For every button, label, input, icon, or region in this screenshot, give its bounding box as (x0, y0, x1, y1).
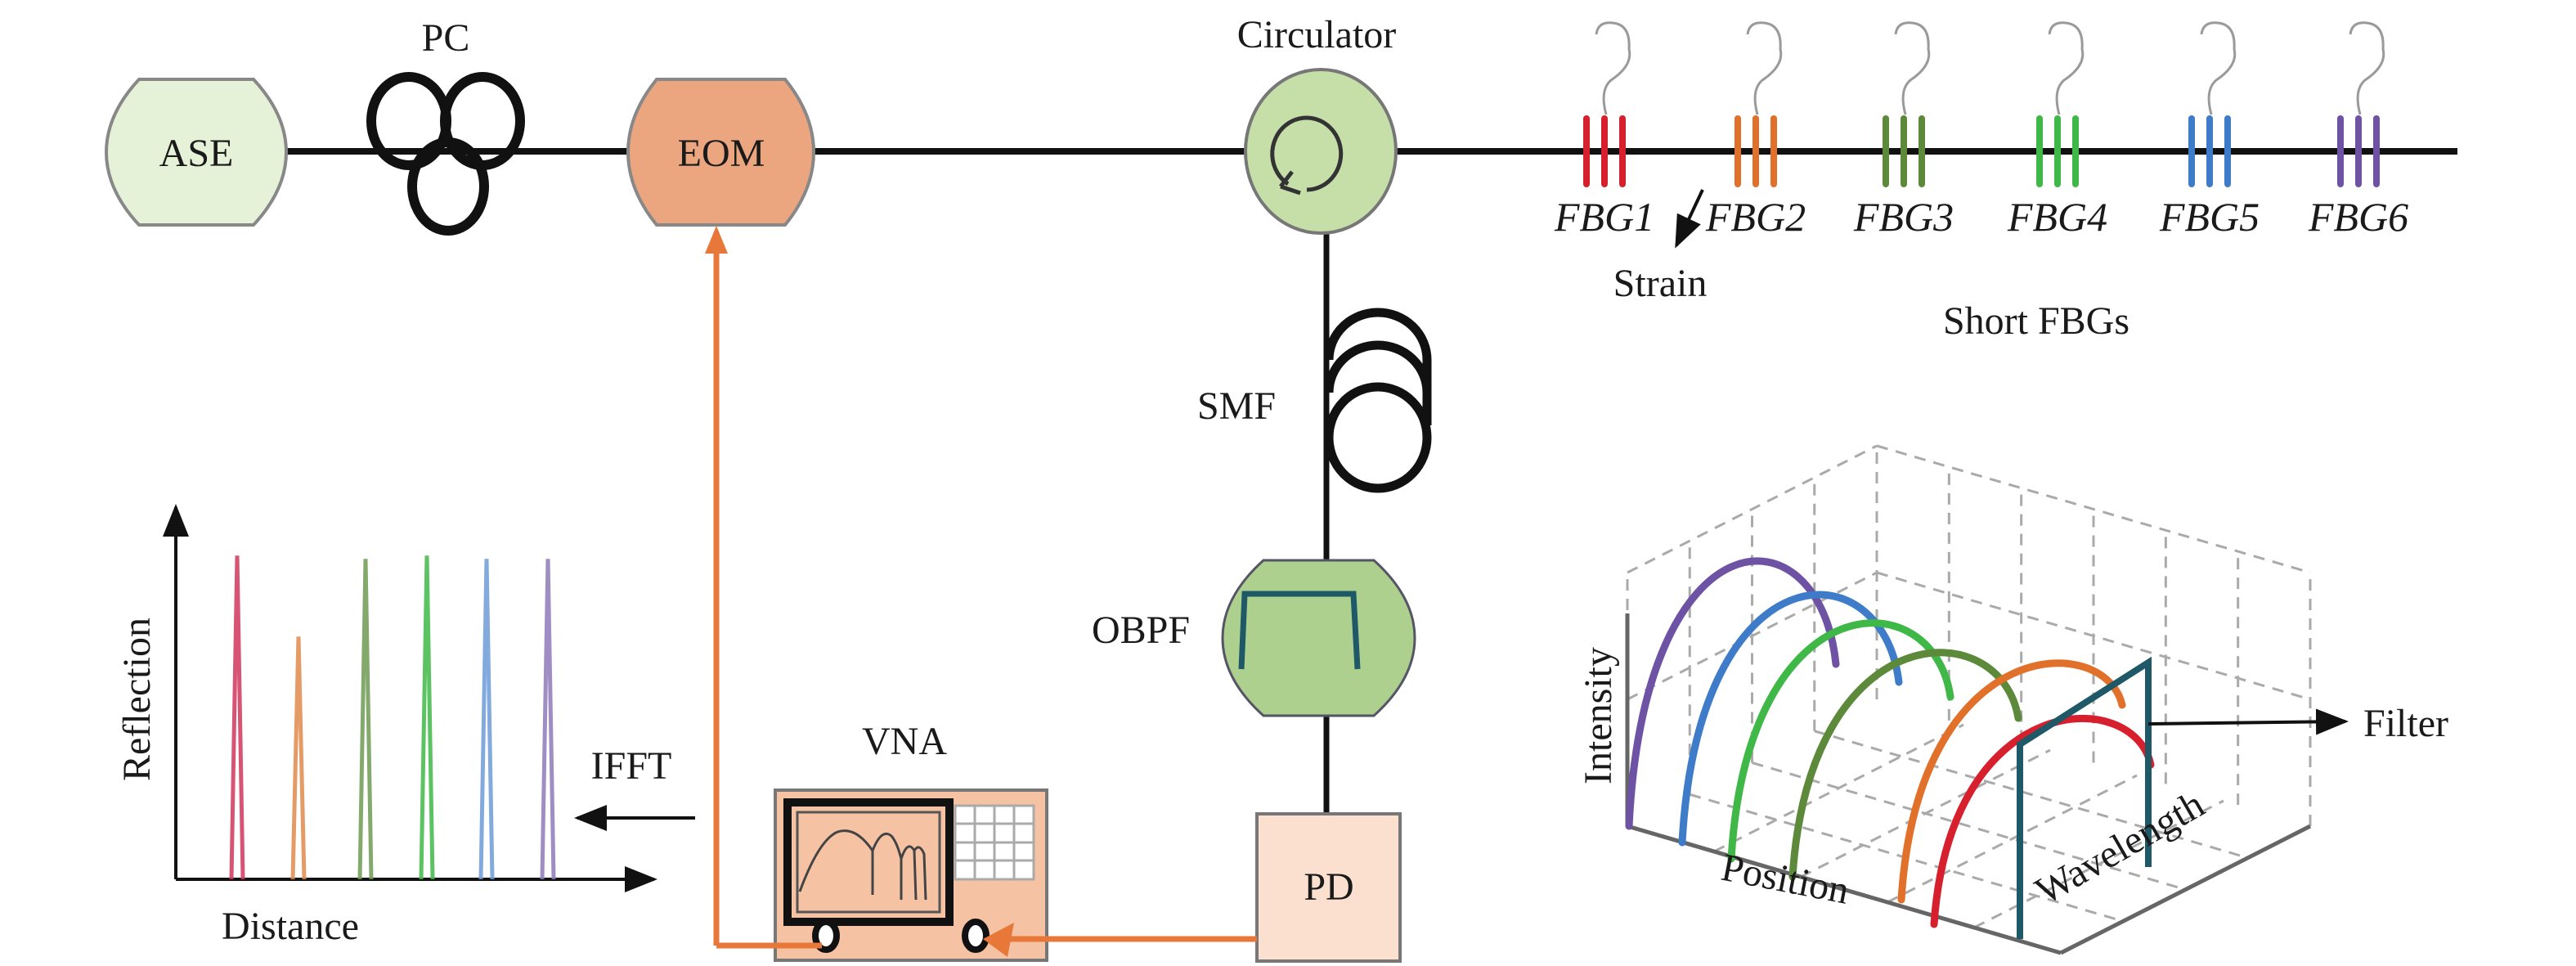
circulator-label: Circulator (1237, 13, 1397, 56)
ifft-annotation: IFFT (574, 744, 695, 831)
ifft-label: IFFT (591, 744, 672, 788)
fbg-label: FBG2 (1705, 194, 1806, 240)
pd-label: PD (1304, 865, 1353, 909)
vna-keypad-icon (954, 804, 1035, 881)
circulator: Circulator (1237, 13, 1398, 235)
fiber-pigtail-icon (2200, 21, 2237, 115)
fbg-2: FBG2 (1705, 21, 1806, 240)
vna-analyzer: VNA (774, 720, 1048, 962)
short-fbgs-label: Short FBGs (1943, 299, 2129, 343)
reflection-peak (357, 559, 374, 880)
spectrum-curve (1625, 557, 1840, 830)
fiber-pigtail-icon (1746, 21, 1783, 115)
position-label: Position (1718, 846, 1853, 913)
ase-label: ASE (159, 132, 234, 175)
strain-label: Strain (1613, 262, 1708, 305)
pc-label: PC (422, 16, 470, 60)
fbg-6: FBG6 (2308, 21, 2408, 240)
fbg-1: FBG1 (1554, 21, 1654, 240)
fiber-pigtail-icon (2048, 21, 2085, 115)
fiber-coil-icon (1324, 308, 1432, 493)
reflection-peak (290, 636, 307, 880)
fbg-label: FBG1 (1554, 194, 1654, 240)
filter-arrow (2147, 708, 2349, 735)
strain-annotation: Strain (1613, 189, 1708, 305)
fbg-label: FBG4 (2007, 194, 2107, 240)
rf-arrow-to-eom (705, 226, 728, 254)
bandpass-icon (1238, 591, 1361, 670)
eom-label: EOM (678, 132, 765, 175)
smf-label: SMF (1197, 384, 1276, 428)
spectrum-curve (1678, 591, 1903, 847)
fbg-label: FBG3 (1853, 194, 1954, 240)
reflection-xlabel: Distance (222, 905, 359, 948)
obpf-filter: OBPF (1092, 559, 1416, 717)
eom-modulator: EOM (626, 78, 816, 227)
obpf-label: OBPF (1092, 609, 1190, 652)
ase-source: ASE (104, 78, 289, 227)
fbg-label: FBG5 (2159, 194, 2260, 240)
circulate-arrow-icon (1270, 115, 1344, 195)
polarization-controller: PC (366, 16, 525, 236)
spectrum-curve (1897, 659, 2126, 904)
fbg-3: FBG3 (1853, 21, 1954, 240)
vna-port-2 (962, 919, 990, 953)
vna-trace-icon (798, 829, 927, 901)
reflection-chart: Reflection Distance (115, 504, 657, 948)
reflection-peak (419, 555, 435, 880)
pc-loops-icon (366, 72, 525, 236)
vna-screen (783, 798, 954, 926)
plot-3d-grid (1626, 444, 2312, 929)
wavelength-label: Wavelength (2028, 783, 2211, 914)
smf-spool: SMF (1197, 308, 1432, 493)
filter-window-icon (2017, 656, 2152, 939)
rf-arrow-to-vna (983, 923, 1014, 957)
reflection-ylabel: Reflection (115, 618, 159, 781)
fbg-4: FBG4 (2007, 21, 2107, 240)
rf-links (713, 237, 1257, 949)
fbg-5: FBG5 (2159, 21, 2260, 240)
reflection-peak (229, 555, 245, 880)
spectrum-3d-plot: Filter Intensity Position Wavelength (1577, 444, 2448, 955)
intensity-label: Intensity (1577, 647, 1620, 784)
fiber-pigtail-icon (2349, 21, 2385, 115)
plot-3d-axes (1625, 613, 2312, 955)
fiber-pigtail-icon (1595, 21, 1631, 115)
reflection-peak (478, 559, 495, 880)
fbg-label: FBG6 (2308, 194, 2408, 240)
fiber-pigtail-icon (1894, 21, 1931, 115)
photodetector: PD (1255, 812, 1402, 963)
filter-label: Filter (2363, 702, 2448, 745)
reflection-peak (540, 559, 556, 880)
vna-label: VNA (862, 720, 947, 763)
fbg-array: FBG1 FBG2 FBG3 FBG4 FBG5 FBG6 (1554, 21, 2408, 240)
